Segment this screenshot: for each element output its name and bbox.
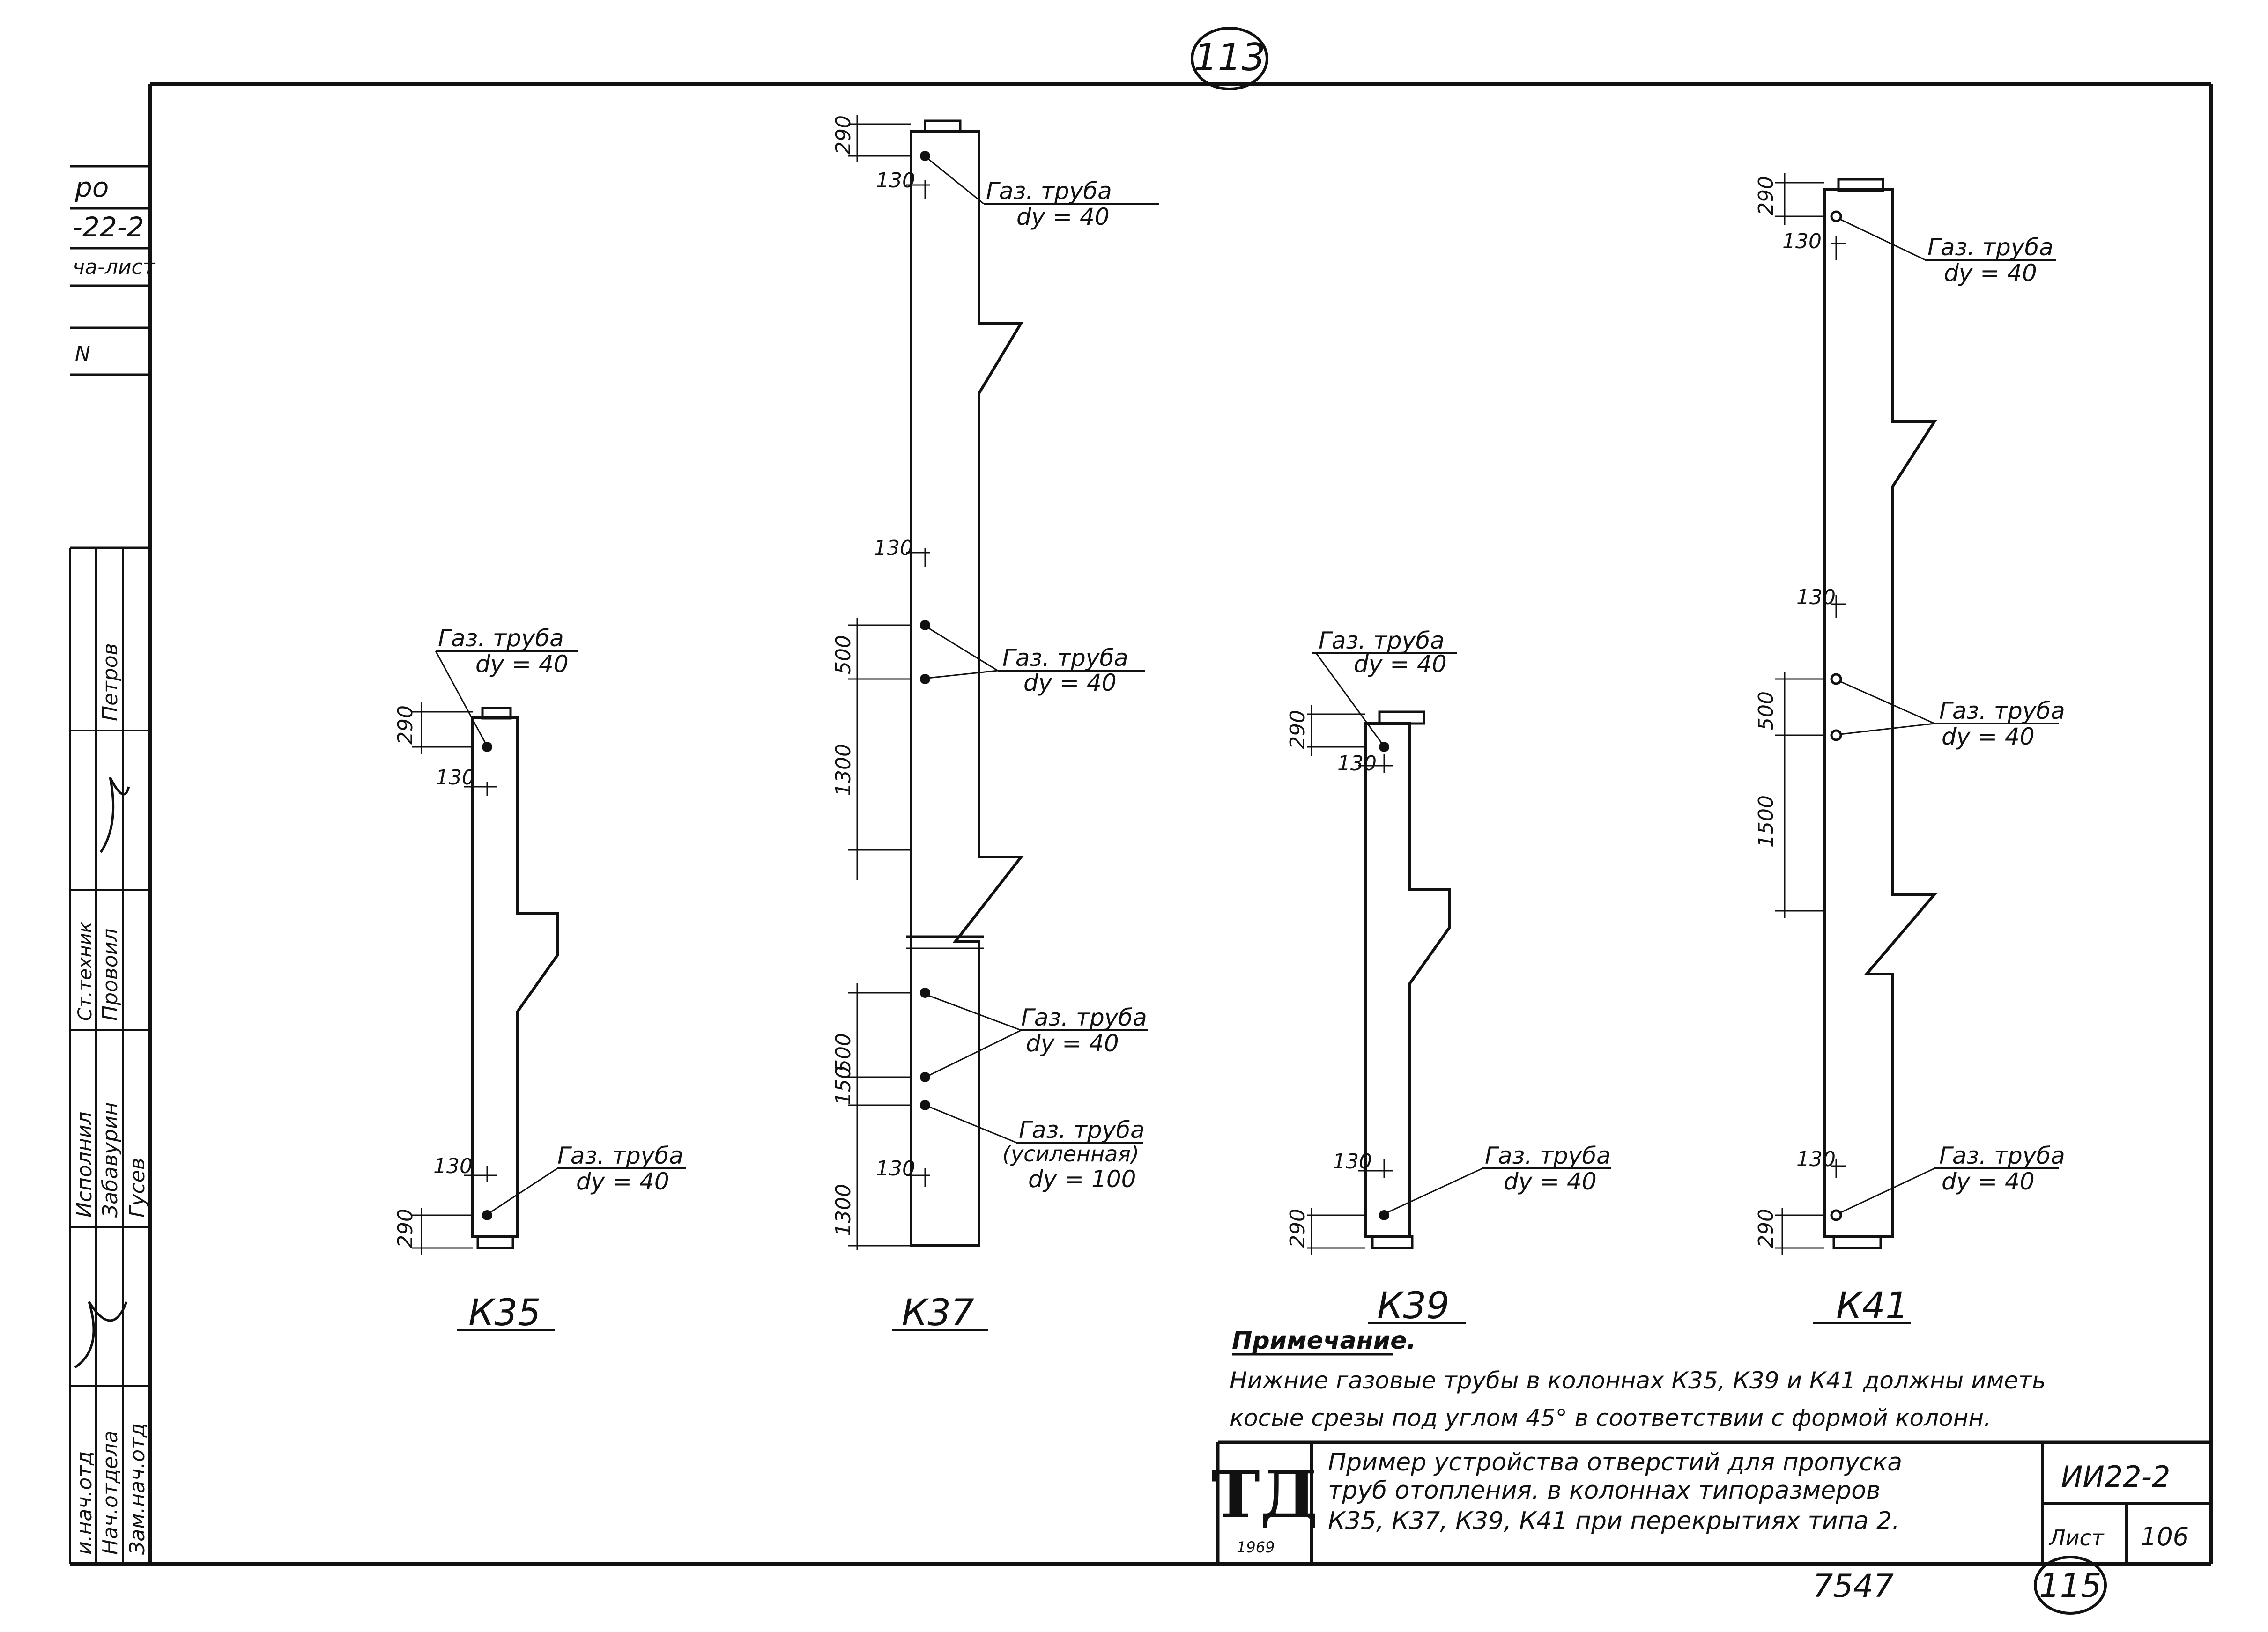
k41-dim-7: 290	[1754, 1209, 1778, 1248]
title-block-description-3: К35, К37, К39, К41 при перекрытиях типа …	[1328, 1507, 1900, 1535]
k41-pipe-3-size: dy = 40	[1942, 1168, 2035, 1195]
k35-dim-4: 290	[393, 1209, 417, 1248]
k41-dim-6: 130	[1796, 1147, 1836, 1171]
k37-pipe-2-name: Газ. труба	[1002, 644, 1128, 672]
k41-pipe-3-name: Газ. труба	[1939, 1142, 2065, 1169]
k35-label: К35	[468, 1292, 541, 1334]
sheet-number-circle-top: 113	[1191, 27, 1268, 90]
margin-name-1: Забавурин	[98, 1102, 122, 1218]
k39-dim-3: 130	[1333, 1150, 1372, 1174]
k37-label: К37	[902, 1292, 974, 1334]
k35-pipe-1-size: dy = 40	[475, 650, 569, 678]
title-block-description-1: Пример устройства отверстий для пропуска	[1328, 1448, 1902, 1477]
title-block-year: 1969	[1237, 1538, 1275, 1556]
k37-pipe-4-name: Газ. труба	[1019, 1116, 1145, 1144]
title-block	[1216, 1440, 2211, 1564]
k37-pipe-3-name: Газ. труба	[1021, 1004, 1147, 1031]
k41-pipe-1-name: Газ. труба	[1927, 234, 2053, 261]
margin-name-4: Петров	[98, 643, 122, 721]
k41-dim-4: 500	[1754, 691, 1778, 731]
note-title: Примечание.	[1232, 1327, 1416, 1355]
k41-pipe-2-size: dy = 40	[1942, 723, 2035, 750]
k39-dim-2: 130	[1337, 752, 1377, 775]
k37-dim-6: 500	[831, 1033, 855, 1072]
k39-dim-1: 290	[1286, 710, 1310, 749]
margin-name-2: Гусев	[126, 1158, 149, 1218]
margin-code-3: ча-лист	[73, 255, 156, 279]
k39-pipe-2-size: dy = 40	[1504, 1168, 1597, 1195]
drawing-frame	[70, 82, 2213, 1566]
inventory-number: 7547	[1813, 1568, 1894, 1605]
k37-dim-8: 1300	[831, 1184, 855, 1236]
margin-role-2: Нач.отдела	[98, 1431, 122, 1555]
k41-label: К41	[1836, 1285, 1909, 1327]
k41-dim-5: 1500	[1754, 795, 1778, 848]
k39-label: К39	[1377, 1285, 1450, 1327]
margin-role-3: Зам.нач.отд	[126, 1423, 149, 1555]
k35-pipe-2-size: dy = 40	[576, 1168, 669, 1195]
column-k35	[412, 650, 686, 1331]
left-margin-stamp	[69, 165, 150, 1566]
margin-code-4: N	[75, 342, 90, 366]
k37-pipe-1-size: dy = 40	[1016, 203, 1110, 230]
sheet-number-top: 113	[1194, 36, 1266, 79]
margin-signatures	[74, 776, 130, 1369]
k39-pipe-2-name: Газ. труба	[1485, 1142, 1611, 1169]
note-line-1: Нижние газовые трубы в колоннах К35, К39…	[1230, 1367, 2046, 1394]
k35-dim-2: 130	[436, 766, 475, 790]
k37-pipe-2-size: dy = 40	[1023, 669, 1117, 696]
k41-pipe-2-name: Газ. труба	[1939, 697, 2065, 724]
k41-dim-2: 130	[1782, 229, 1822, 253]
k41-dim-1: 290	[1754, 176, 1778, 215]
k37-dim-7: 150	[831, 1066, 855, 1105]
sheet-number-bottom: 115	[2039, 1566, 2102, 1605]
k39-dim-4: 290	[1286, 1209, 1310, 1248]
margin-role-5: Ст.техник	[74, 922, 96, 1021]
margin-code-2: -22-2	[73, 211, 144, 243]
k37-pipe-3-size: dy = 40	[1026, 1030, 1119, 1057]
note-line-2: косые срезы под углом 45° в соответствии…	[1230, 1404, 1991, 1432]
k37-pipe-1-name: Газ. труба	[986, 177, 1112, 205]
k37-dim-9: 130	[876, 1157, 915, 1181]
k39-pipe-1-size: dy = 40	[1354, 650, 1447, 678]
k37-pipe-4-size: dy = 100	[1028, 1166, 1136, 1193]
k37-dim-1: 290	[831, 115, 855, 155]
column-k41	[1775, 173, 2059, 1324]
title-block-description-2: труб отопления. в колоннах типоразмеров	[1328, 1477, 1881, 1505]
margin-role-4: Исполнил	[73, 1112, 96, 1218]
title-block-sheet-number: 106	[2141, 1522, 2189, 1551]
margin-name-3: Провоил	[98, 928, 122, 1021]
k35-pipe-1-name: Газ. труба	[438, 625, 564, 652]
sheet-number-circle-bottom: 115	[2034, 1556, 2107, 1615]
column-k37	[848, 115, 1159, 1331]
column-k39	[1307, 652, 1611, 1324]
margin-code-1: ро	[74, 171, 109, 203]
k41-pipe-1-size: dy = 40	[1944, 259, 2037, 287]
k35-dim-1: 290	[393, 705, 417, 745]
k39-pipe-1-name: Газ. труба	[1319, 627, 1445, 654]
k37-pipe-4-note: (усиленная)	[1002, 1141, 1139, 1167]
k37-dim-3: 130	[874, 536, 913, 560]
k37-dim-5: 1300	[831, 744, 855, 796]
title-block-logo: ТД	[1211, 1456, 1319, 1533]
k35-dim-3: 130	[433, 1154, 473, 1178]
title-block-code: ИИ22-2	[2061, 1460, 2170, 1494]
k37-dim-2: 130	[876, 169, 915, 192]
margin-role-1: и.нач.отд	[73, 1451, 96, 1555]
k35-pipe-2-name: Газ. труба	[557, 1142, 683, 1169]
k37-dim-4: 500	[831, 635, 855, 674]
title-block-sheet-label: Лист	[2048, 1525, 2105, 1551]
k41-dim-3: 130	[1796, 585, 1836, 609]
